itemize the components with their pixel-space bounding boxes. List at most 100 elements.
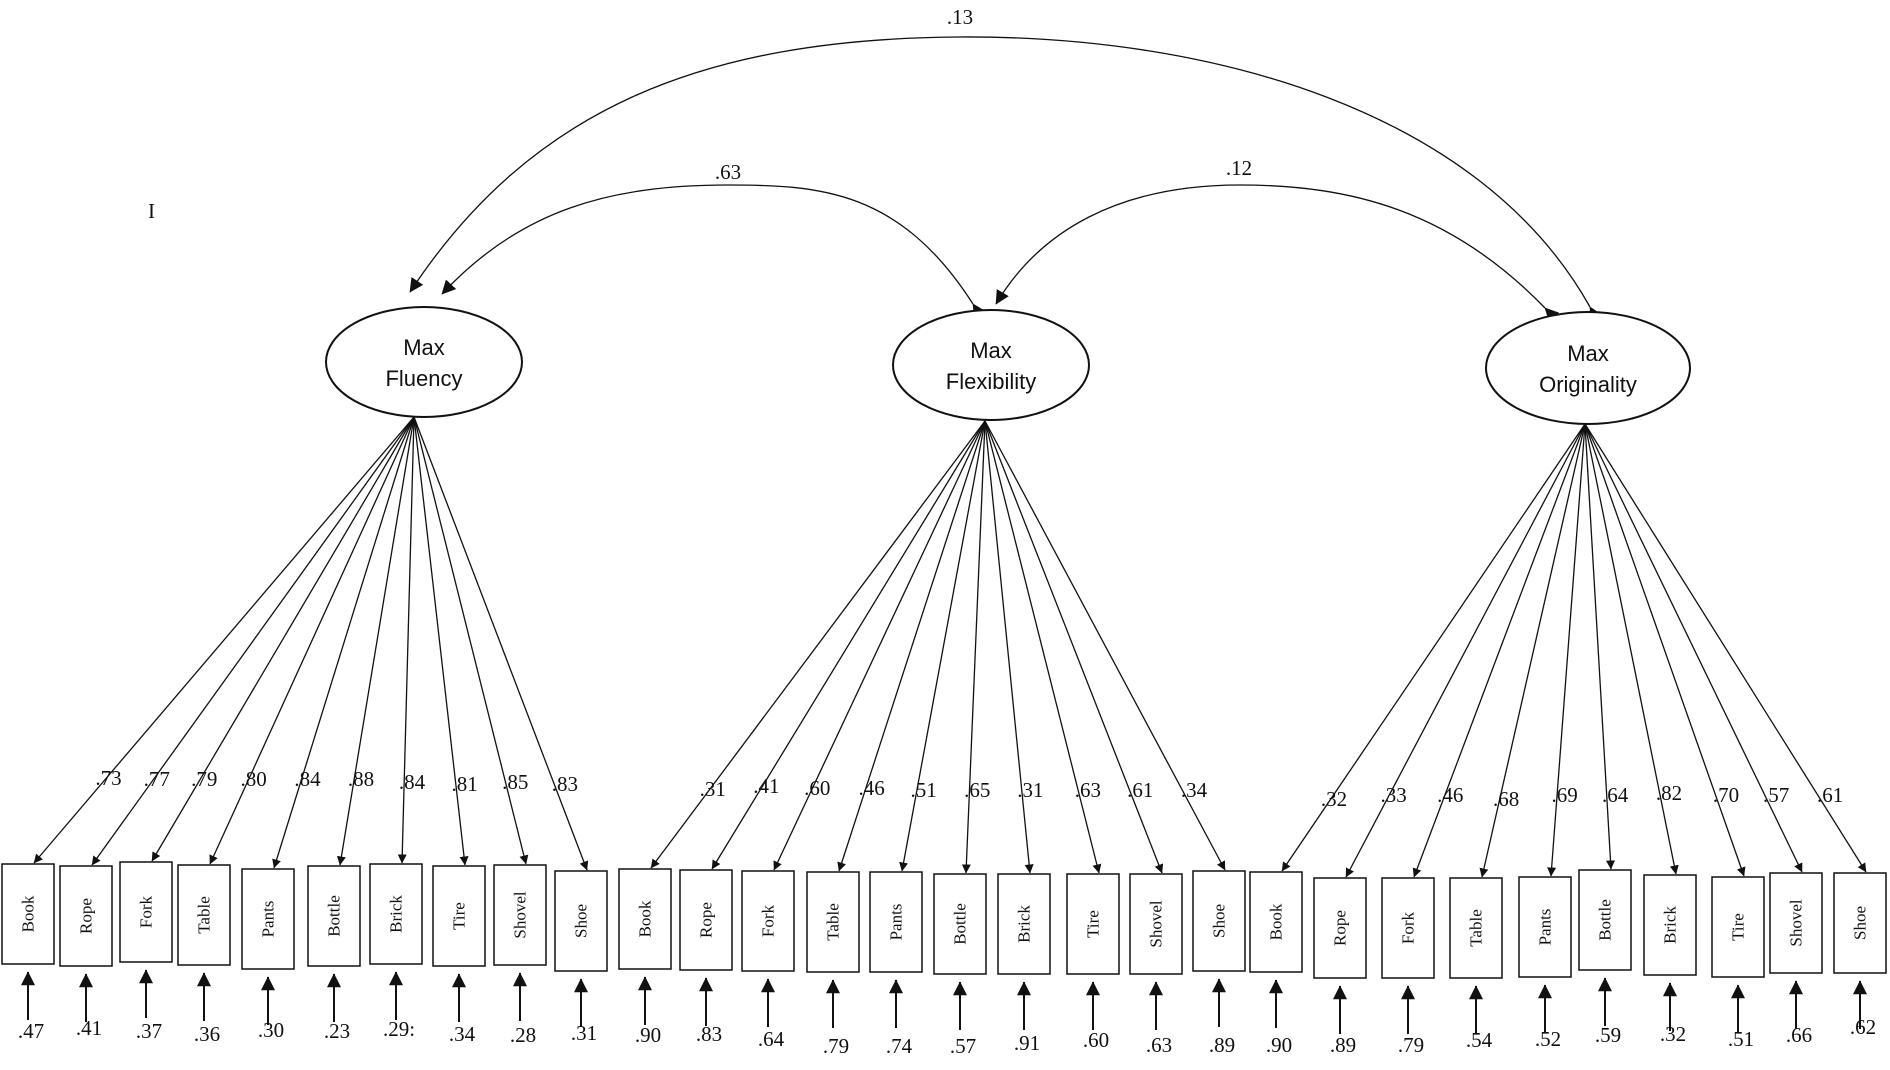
loading-arrow-fluency-tire [413,416,469,866]
loading-arrow-originality-rope [1345,423,1586,878]
indicator-box-fluency-book [1,863,55,965]
indicator-box-flexibility-pants [869,871,923,973]
error-value: .57 [950,1034,976,1058]
indicator-box-fluency-fork [119,861,173,963]
indicator-label: Rope [1331,910,1350,946]
loading-arrow-flexibility-rope [711,420,986,870]
loading-value: .73 [95,766,121,790]
correlation-value-fluency-flexibility: .63 [715,160,741,184]
loading-arrow-originality-tire [1584,423,1746,877]
indicator-box-fluency-tire [432,865,486,967]
factor-ellipse-originality [1485,311,1691,425]
loading-arrow-fluency-book [33,416,415,864]
loading-arrow-flexibility-table [837,420,986,872]
factor-loadings: .73.77.79.80.84.88.84.81.85.83.31.41.60.… [33,416,1867,878]
indicator-label: Fork [759,904,778,937]
indicator-label: Table [824,903,843,941]
indicator-box-flexibility-brick [997,873,1051,975]
loading-arrow-flexibility-fork [773,420,986,871]
loading-value: .63 [1075,778,1101,802]
indicator-box-originality-shoe [1833,872,1887,974]
factor-correlations: .13.63.12 [409,5,1603,323]
loading-value: .83 [552,772,578,796]
loading-arrow-fluency-shovel [413,416,529,865]
loading-arrow-fluency-fork [151,416,415,862]
loading-value: .60 [804,776,830,800]
loading-value: .88 [348,767,374,791]
indicator-box-originality-book [1249,871,1303,973]
indicator-box-fluency-shovel [493,864,547,966]
indicator-box-flexibility-book [618,868,672,970]
loading-arrow-flexibility-shoe [984,420,1226,871]
error-value: .79 [823,1034,849,1058]
indicator-label: Book [636,900,655,937]
indicator-label: Fork [137,895,156,928]
loading-arrow-fluency-table [209,416,415,865]
error-value: .74 [886,1034,913,1058]
loading-value: .69 [1551,783,1577,807]
loading-value: .46 [1437,783,1463,807]
observed-indicators: Book Rope Fork Table Pants Bottle Brick Tire Sho… [1,861,1887,979]
error-value: .66 [1786,1023,1812,1047]
loading-value: .85 [502,770,528,794]
indicator-label: Shoe [572,904,591,938]
loading-arrow-originality-book [1281,423,1586,872]
loading-arrow-flexibility-bottle [961,420,986,874]
indicator-label: Shoe [1851,906,1870,940]
indicator-label: Bottle [325,895,344,937]
error-value: .90 [635,1023,661,1047]
indicator-box-originality-table [1449,877,1503,979]
indicator-box-flexibility-tire [1066,873,1120,975]
indicator-box-flexibility-bottle [933,873,987,975]
loading-arrow-originality-fork [1412,423,1586,878]
loading-arrow-originality-shoe [1584,423,1867,873]
indicator-label: Bottle [1596,899,1615,941]
loading-value: .84 [294,767,321,791]
indicator-label: Brick [1015,905,1034,943]
loading-arrow-originality-bottle [1584,423,1615,870]
loading-value: .68 [1493,787,1519,811]
loading-arrow-fluency-brick [397,416,415,864]
indicator-label: Shovel [1147,900,1166,948]
error-value: .89 [1330,1033,1356,1057]
error-value: .89 [1209,1033,1235,1057]
error-value: .83 [696,1022,722,1046]
error-value: .29: [383,1017,415,1041]
error-value: .91 [1014,1031,1040,1055]
loading-value: .61 [1127,778,1153,802]
factor-label-line1: Max [403,335,445,360]
loading-arrow-originality-brick [1584,423,1679,875]
indicator-label: Tire [1084,910,1103,938]
factor-label-line2: Fluency [385,366,462,391]
loading-value: .32 [1321,787,1347,811]
indicator-label: Shoe [1210,904,1229,938]
loading-arrow-flexibility-tire [984,420,1102,874]
factor-label-line1: Max [970,338,1012,363]
loading-arrow-originality-pants [1547,423,1586,877]
loading-arrow-fluency-pants [272,416,415,869]
indicator-box-fluency-pants [241,868,295,970]
loading-value: .65 [964,778,990,802]
error-value: .52 [1535,1027,1561,1051]
loading-value: .51 [911,778,937,802]
loading-arrow-originality-shovel [1584,423,1803,873]
indicator-label: Shovel [511,891,530,939]
loading-value: .61 [1817,783,1843,807]
loading-value: .31 [700,777,726,801]
loading-value: .64 [1602,783,1629,807]
indicator-box-flexibility-fork [741,870,795,972]
indicator-label: Bottle [951,903,970,945]
indicator-box-originality-brick [1643,874,1697,976]
indicator-label: Book [1267,903,1286,940]
error-value: .32 [1660,1022,1686,1046]
indicator-box-fluency-table [177,864,231,966]
loading-value: .79 [191,767,217,791]
loading-value: .57 [1763,783,1789,807]
error-value: .28 [510,1023,536,1047]
indicator-box-flexibility-table [806,871,860,973]
indicator-label: Rope [697,902,716,938]
indicator-label: Pants [259,901,278,938]
indicator-label: Brick [1661,906,1680,944]
